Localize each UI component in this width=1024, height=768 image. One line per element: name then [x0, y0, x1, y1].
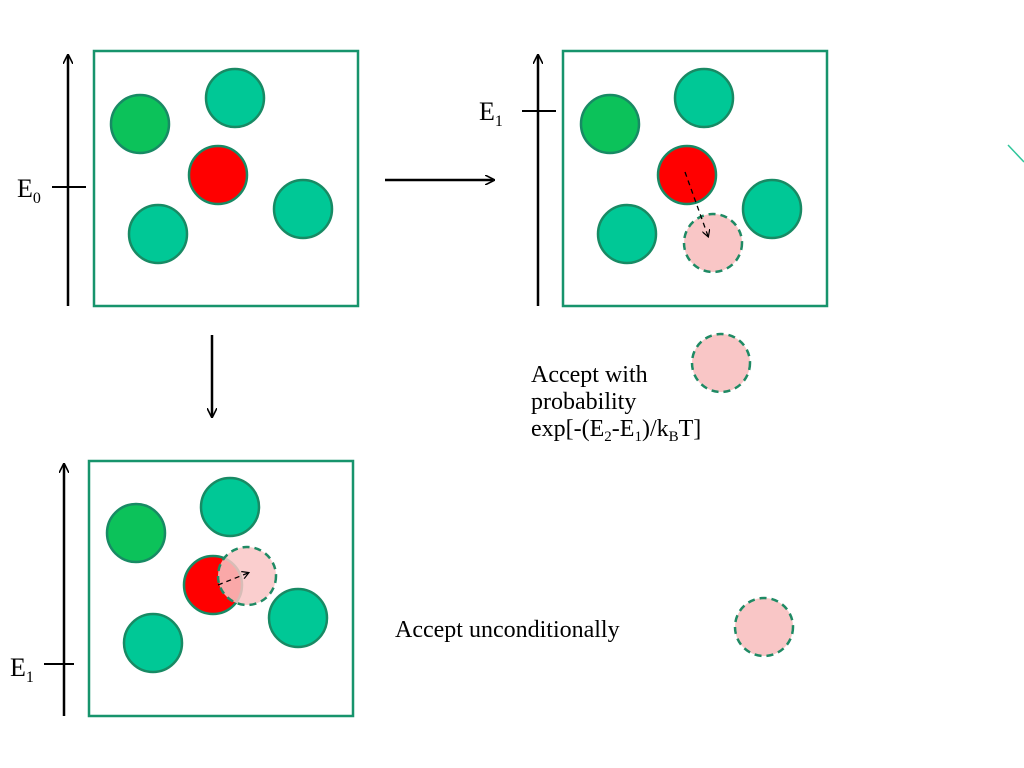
displacement-arrow	[684, 171, 708, 236]
formula-part: )/k	[641, 416, 669, 442]
trial-particle-legend-unconditional	[733, 596, 795, 658]
label-e1-symbol: E	[479, 97, 495, 126]
particle-teal	[122, 612, 184, 674]
particle-green	[109, 93, 171, 155]
particle-teal	[127, 203, 189, 265]
particle-teal	[204, 67, 266, 129]
particle-trial-position	[682, 212, 744, 274]
simulation-box-uphill	[561, 49, 829, 308]
formula-part: T]	[678, 416, 702, 442]
particle-selected	[187, 144, 249, 206]
label-e1-subscript: 1	[494, 113, 503, 130]
label-e1-subscript: 1	[25, 669, 34, 686]
formula-subscript: B	[668, 429, 679, 445]
panel-trial-downhill	[44, 459, 355, 718]
simulation-box-downhill	[87, 459, 355, 718]
label-e1-uphill: E1	[479, 97, 503, 130]
label-e0: E0	[17, 174, 41, 207]
label-e1-symbol: E	[10, 653, 26, 682]
label-e0-subscript: 0	[32, 190, 41, 207]
particle-trial-position	[216, 545, 278, 607]
panel-initial	[52, 49, 360, 308]
formula-part: exp[-(E	[531, 416, 605, 442]
particle-teal	[272, 178, 334, 240]
particle-selected	[656, 144, 718, 206]
decorative-slash	[1007, 144, 1024, 163]
formula-subscript: 1	[634, 429, 642, 445]
caption-line: probability	[531, 389, 637, 415]
caption-accept-probability: Accept with probability exp[-(E2-E1)/kBT…	[531, 362, 702, 445]
trial-particle-legend-probabilistic	[690, 332, 752, 394]
simulation-box-initial	[92, 49, 360, 308]
particle-teal	[741, 178, 803, 240]
caption-accept-unconditional: Accept unconditionally	[395, 617, 620, 643]
particle-teal	[199, 476, 261, 538]
particle-green	[579, 93, 641, 155]
caption-line: Accept with	[531, 362, 648, 388]
caption-formula: exp[-(E2-E1)/kBT]	[531, 416, 702, 445]
particle-teal	[267, 587, 329, 649]
label-e1-downhill: E1	[10, 653, 34, 686]
panel-trial-uphill	[522, 49, 829, 308]
label-e0-symbol: E	[17, 174, 33, 203]
formula-subscript: 2	[604, 429, 612, 445]
particle-green	[105, 502, 167, 564]
particle-teal	[596, 203, 658, 265]
particle-teal	[673, 67, 735, 129]
formula-part: -E	[611, 416, 635, 442]
